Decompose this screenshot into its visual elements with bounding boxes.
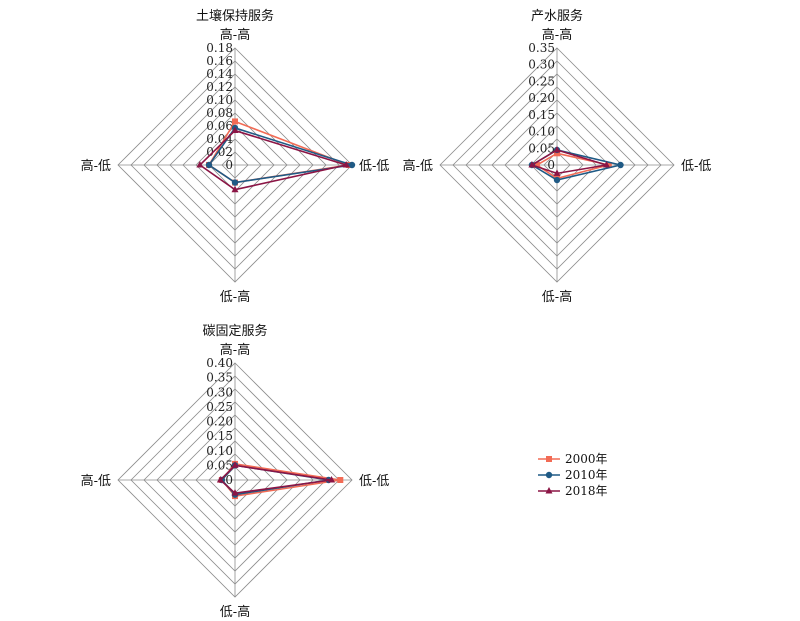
tick-label: 0.02 [206,145,233,159]
data-point [196,161,204,168]
data-point [348,161,356,169]
axis-label: 高-高 [220,27,250,43]
tick-label: 0.40 [206,356,233,370]
data-point [231,126,239,134]
legend: 2000年 2010年 2018年 [538,452,608,498]
legend-label: 2018年 [565,484,608,498]
radar-charts: 00.020.040.060.080.100.120.140.160.18土壤保… [81,8,712,620]
tick-label: 0.25 [206,400,233,414]
legend-marker [545,471,553,479]
axis-label: 低-高 [542,289,572,305]
axis-label: 低-高 [220,604,250,620]
data-point [553,169,561,176]
tick-label: 0.12 [206,80,233,94]
tick-label: 0 [547,158,555,172]
tick-label: 0.06 [206,119,233,133]
legend-label: 2000年 [565,452,608,466]
tick-label: 0.20 [206,415,233,429]
data-point [553,145,561,153]
axis-label: 高-高 [542,27,572,43]
axis-label: 低-低 [681,159,711,174]
legend-item: 2000年 [538,452,608,466]
radar-chart-1: 00.020.040.060.080.100.120.140.160.18 土壤保… [81,8,390,305]
chart-title: 碳固定服务 [202,323,267,339]
tick-label: 0.30 [206,385,233,399]
axis-label: 高-低 [403,158,433,174]
tick-label: 0.35 [528,41,555,55]
data-point [337,477,344,483]
data-point [342,161,350,168]
tick-label: 0.10 [206,444,233,458]
legend-marker [545,487,553,494]
axis-label: 高-低 [81,158,111,174]
axis-label: 高-高 [220,342,250,358]
tick-label: 0.08 [206,106,233,120]
chart-title: 产水服务 [531,8,583,24]
radar-chart-2: 0 0.05 0.10 0.15 0.20 0.25 0.30 0.35 产水服务高-高低-低低… [403,8,712,305]
axis-label: 低-低 [359,159,389,174]
tick-label: 0 [225,158,233,172]
tick-label: 0.10 [206,93,233,107]
axis-label: 低-低 [359,474,389,489]
data-point [231,179,239,186]
tick-label: 0 [225,473,233,487]
legend-marker [546,456,552,462]
axis-label: 高-低 [81,473,111,489]
tick-label: 0.10 [528,125,555,139]
tick-label: 0.30 [528,58,555,72]
data-point [232,118,238,125]
data-point [231,185,239,193]
data-point [231,489,239,496]
radar-chart-3: 00.050.100.150.200.250.300.350.40 碳固定服务高-… [81,323,390,620]
data-point [617,161,624,169]
data-point [328,476,336,483]
tick-label: 0.05 [206,458,233,472]
data-point [528,161,536,168]
data-point [205,161,213,169]
tick-label: 0.15 [206,429,233,443]
legend-item: 2018年 [538,484,608,498]
tick-label: 0.15 [528,108,555,122]
legend-label: 2010年 [565,468,608,482]
tick-label: 0.04 [206,132,233,146]
data-point [553,176,561,184]
tick-label: 0.16 [206,54,233,68]
tick-label: 0.20 [528,91,555,105]
data-point [602,161,610,168]
tick-label: 0.14 [206,67,233,81]
data-point [231,461,239,468]
chart-title: 土壤保持服务 [196,8,274,24]
tick-label: 0.05 [528,141,555,155]
tick-label: 0.25 [528,74,555,88]
legend-item: 2010年 [538,468,608,482]
tick-label: 0.35 [206,371,233,385]
tick-label: 0.18 [206,41,233,55]
axis-label: 低-高 [220,289,250,305]
data-point [216,476,224,483]
